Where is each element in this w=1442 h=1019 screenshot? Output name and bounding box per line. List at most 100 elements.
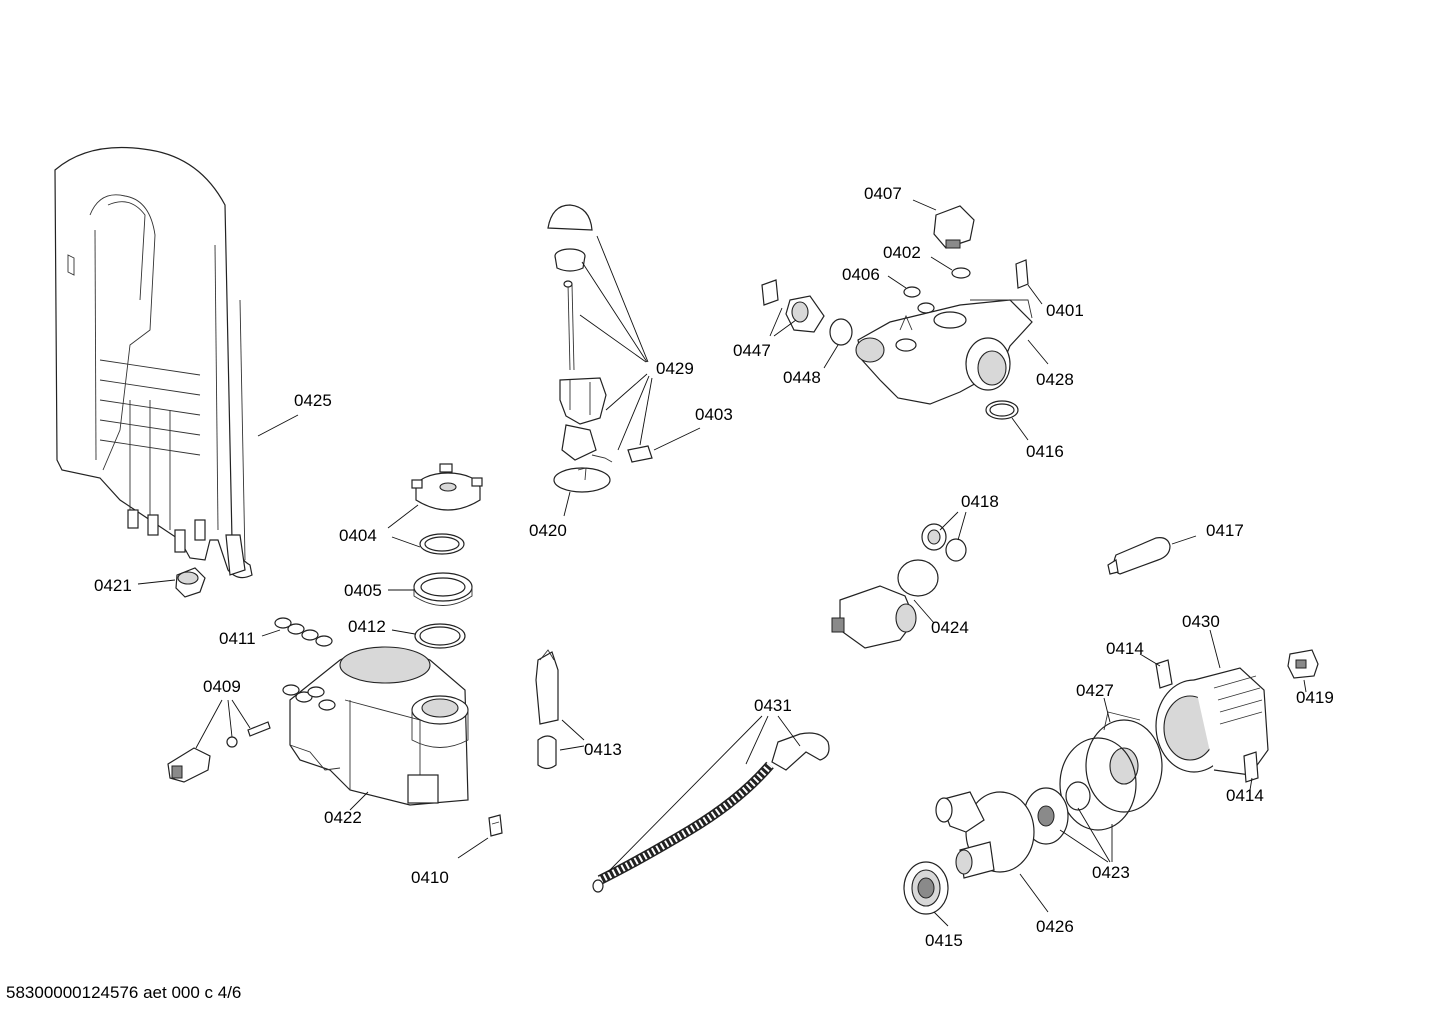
leader-0404 (387, 504, 419, 529)
leader-0431a (745, 715, 769, 765)
leader-0425 (257, 414, 299, 437)
label-0429: 0429 (656, 359, 694, 378)
label-0427: 0427 (1076, 681, 1114, 700)
leader-0414a (1139, 653, 1161, 667)
label-0424: 0424 (931, 618, 969, 637)
leader-0431c (607, 715, 763, 873)
label-0416: 0416 (1026, 442, 1064, 461)
label-0404: 0404 (339, 526, 377, 545)
leader-0423a (1077, 807, 1111, 863)
label-0410: 0410 (411, 868, 449, 887)
part-0414-bracket-a (1155, 659, 1173, 689)
label-0414a: 0414 (1106, 639, 1144, 658)
label-0413: 0413 (584, 740, 622, 759)
part-0415-seal (903, 861, 949, 915)
part-0428-valve-body (855, 299, 1033, 405)
label-0423: 0423 (1092, 863, 1130, 882)
leader-0426 (1019, 873, 1049, 913)
part-0416-clamp (985, 400, 1019, 420)
leader-0429f (639, 377, 653, 446)
part-0417-filter (1107, 537, 1171, 575)
leader-0409c (231, 699, 251, 729)
part-0420-disc (553, 467, 611, 493)
label-0431: 0431 (754, 696, 792, 715)
label-0406: 0406 (842, 265, 880, 284)
leader-0429e (617, 375, 650, 451)
leader-0402 (930, 256, 953, 271)
label-0420: 0420 (529, 521, 567, 540)
label-0402: 0402 (883, 243, 921, 262)
leader-0428 (1027, 339, 1049, 365)
leader-0424 (913, 599, 935, 624)
leader-0413b (559, 745, 585, 751)
leader-0416 (1011, 417, 1029, 441)
leader-0417 (1171, 535, 1197, 545)
leader-0447b (773, 319, 797, 337)
label-0403: 0403 (695, 405, 733, 424)
label-0419: 0419 (1296, 688, 1334, 707)
label-0428: 0428 (1036, 370, 1074, 389)
label-0401: 0401 (1046, 301, 1084, 320)
leader-0419 (1303, 679, 1307, 693)
leader-0422 (349, 791, 369, 811)
part-0411-seals (274, 617, 333, 647)
leader-0420 (563, 491, 571, 517)
label-0412: 0412 (348, 617, 386, 636)
part-0419-connector (1287, 649, 1319, 679)
part-0410-clip (488, 814, 503, 837)
leader-0418a (939, 511, 959, 531)
part-0402-oring (951, 267, 971, 279)
part-0430-heater-pump (1155, 667, 1269, 776)
leader-0427 (1103, 697, 1111, 723)
part-0401-clip (1015, 259, 1029, 289)
leader-0413a (561, 719, 585, 741)
part-0414-bracket-b (1243, 751, 1259, 783)
part-0409-sensor (167, 721, 271, 783)
leader-0412 (391, 629, 416, 635)
part-0425-heat-exchanger (54, 146, 253, 579)
part-0404-cap (411, 463, 483, 511)
leader-0403 (653, 427, 701, 451)
leader-0409b (227, 699, 233, 738)
leader-0409a (195, 699, 223, 749)
leader-0431b (777, 715, 801, 747)
leader-0418b (957, 511, 967, 541)
label-0415: 0415 (925, 931, 963, 950)
part-0403-switch (627, 445, 653, 463)
part-0404-ring (419, 533, 465, 555)
label-0411: 0411 (219, 629, 256, 648)
label-0405: 0405 (344, 581, 382, 600)
part-0424-valve (831, 559, 939, 649)
leader-0406 (887, 275, 907, 289)
leader-0407 (912, 199, 937, 211)
leader-0429a (596, 235, 649, 363)
part-0418-nut (921, 523, 967, 562)
part-0429-float-assembly (547, 204, 613, 463)
part-0421-fitting (175, 567, 206, 598)
part-0426-pump (935, 791, 1035, 879)
leader-0429b (581, 261, 648, 363)
label-0407: 0407 (864, 184, 902, 203)
leader-0415 (933, 911, 949, 927)
leader-0429d (605, 373, 648, 411)
leader-0401 (1027, 284, 1043, 305)
part-0423-seals (1023, 737, 1137, 845)
part-0412-gasket (414, 623, 466, 649)
part-0405-nut-ring (413, 572, 473, 606)
label-0448: 0448 (783, 368, 821, 387)
leader-0423c (1059, 829, 1109, 863)
part-0407-connector (933, 205, 975, 249)
part-0413-sensor (535, 649, 559, 770)
label-0447: 0447 (733, 341, 771, 360)
leader-0430 (1209, 629, 1221, 669)
leader-0414b (1249, 777, 1253, 791)
label-0418: 0418 (961, 492, 999, 511)
part-0448-oring (829, 318, 853, 346)
label-0425: 0425 (294, 391, 332, 410)
part-0427-pump-housing (1085, 711, 1163, 813)
label-0421: 0421 (94, 576, 132, 595)
label-0426: 0426 (1036, 917, 1074, 936)
leader-0410 (457, 837, 489, 859)
label-0430: 0430 (1182, 612, 1220, 631)
